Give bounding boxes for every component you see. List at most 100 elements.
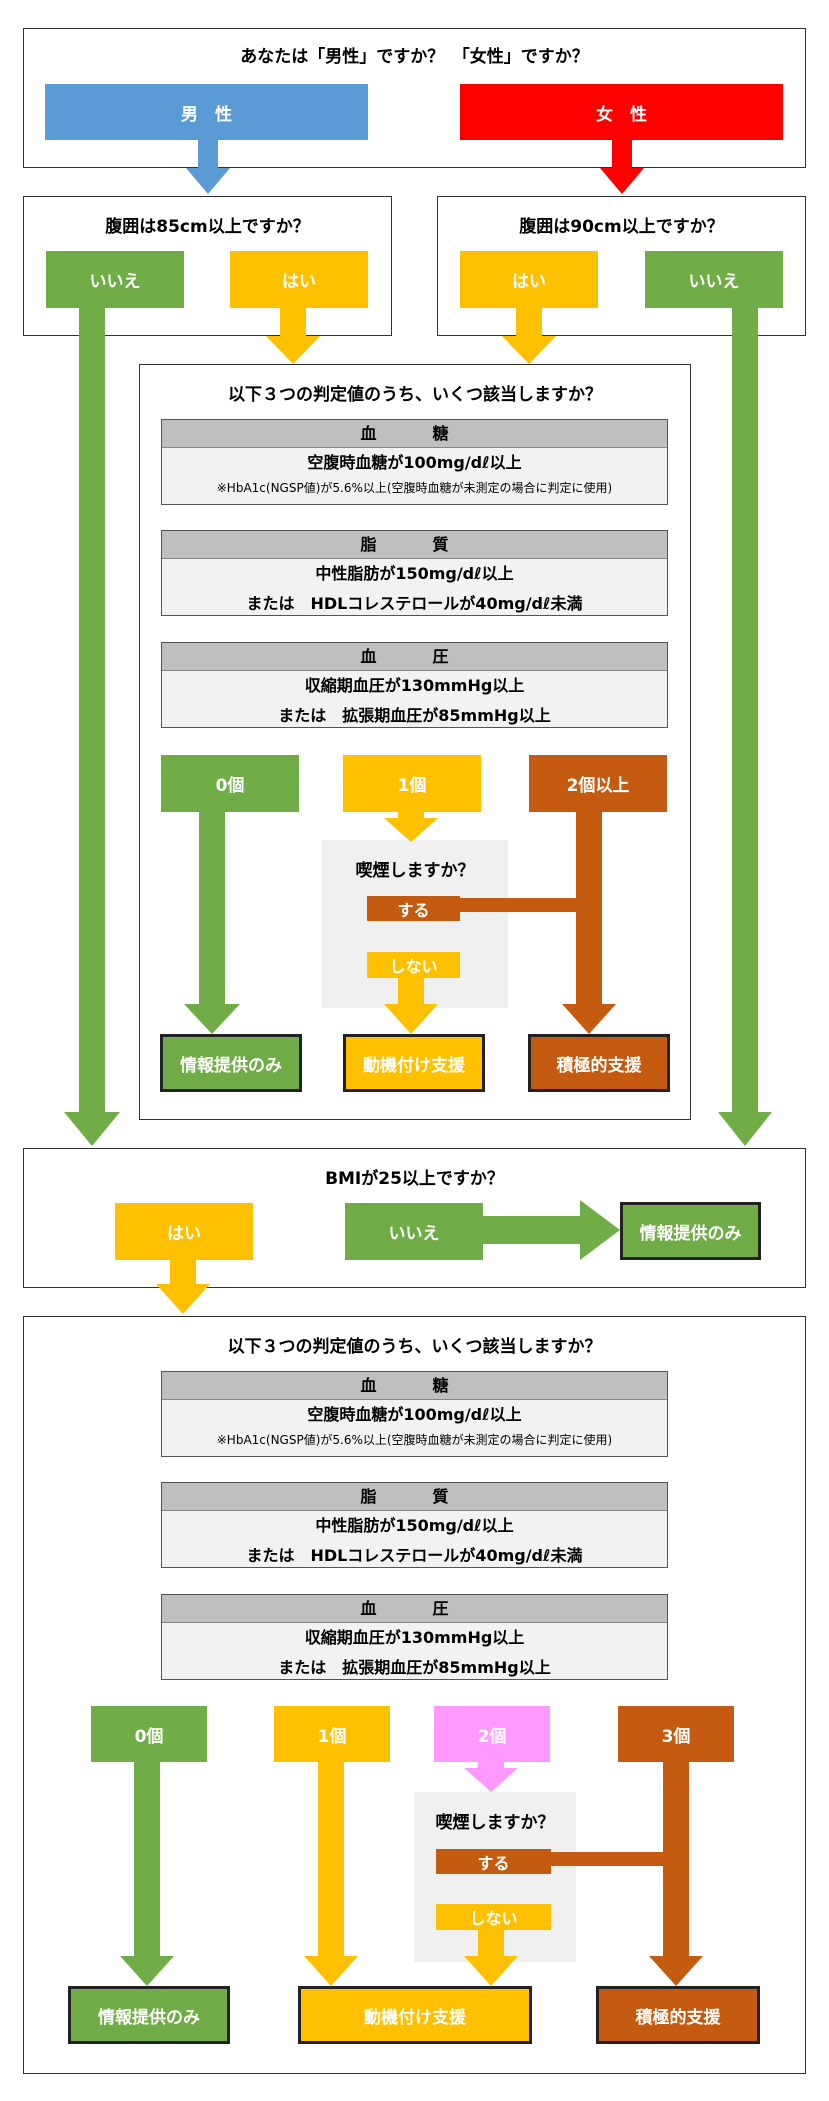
s2-smoke-no-label: しない <box>469 1909 518 1928</box>
s1-count2plus-arrow <box>562 812 616 1034</box>
bmi-result-info-label: 情報提供のみ <box>639 1223 742 1244</box>
bmi-yes-label: はい <box>167 1224 201 1244</box>
s1-pressure-title: 血 圧 <box>162 643 667 671</box>
s2-lipid-line1: 中性脂肪が150mg/dℓ以上 <box>315 1516 514 1535</box>
s2-pressure-box: 血 圧 収縮期血圧が130mmHg以上 または 拡張期血圧が85mmHg以上 <box>161 1594 668 1680</box>
s1-smoke-yes-label: する <box>397 900 430 920</box>
male-waist-no-button[interactable]: いいえ <box>46 251 184 308</box>
s1-lipid-box: 脂 質 中性脂肪が150mg/dℓ以上 または HDLコレステロールが40mg/… <box>161 530 668 616</box>
s2-result-active[interactable]: 積極的支援 <box>596 1986 760 2044</box>
bmi-yes-button[interactable]: はい <box>115 1203 253 1260</box>
s1-smoke-yes-button[interactable]: する <box>367 896 460 921</box>
s2-lipid-title: 脂 質 <box>162 1483 667 1511</box>
s2-count0-label: 0個 <box>134 1726 164 1747</box>
s2-smoke-no-button[interactable]: しない <box>436 1904 551 1930</box>
male-waist-yes-button[interactable]: はい <box>230 251 368 308</box>
female-waist-yes-button[interactable]: はい <box>460 251 598 308</box>
male-down-arrow <box>186 140 230 194</box>
s1-blood-sugar-line1: 空腹時血糖が100mg/dℓ以上 <box>307 453 522 472</box>
s1-count0-button[interactable]: 0個 <box>161 755 299 812</box>
s1-criteria-question: 以下３つの判定値のうち、いくつ該当しますか？ <box>228 385 602 405</box>
s1-count1-label: 1個 <box>397 776 427 796</box>
s1-lipid-title: 脂 質 <box>162 531 667 559</box>
s1-count0-label: 0個 <box>215 776 245 796</box>
s2-blood-sugar-line1: 空腹時血糖が100mg/dℓ以上 <box>307 1405 522 1424</box>
s1-result-active[interactable]: 積極的支援 <box>528 1034 670 1092</box>
s1-pressure-line2: または 拡張期血圧が85mmHg以上 <box>278 706 551 725</box>
s2-pressure-title: 血 圧 <box>162 1595 667 1623</box>
s2-pressure-line1: 収縮期血圧が130mmHg以上 <box>304 1628 525 1647</box>
s1-blood-sugar-note: ※HbA1c(NGSP値)が5.6%以上(空腹時血糖が未測定の場合に判定に使用) <box>216 481 613 495</box>
female-waist-no-label: いいえ <box>688 272 740 292</box>
bmi-no-arrow <box>482 1200 620 1260</box>
s2-criteria-question: 以下３つの判定値のうち、いくつ該当しますか？ <box>227 1337 602 1357</box>
male-waist-question: 腹囲は85cm以上ですか？ <box>105 217 310 237</box>
s2-lipid-box: 脂 質 中性脂肪が150mg/dℓ以上 または HDLコレステロールが40mg/… <box>161 1482 668 1568</box>
s2-count2-label: 2個 <box>477 1726 507 1747</box>
s1-blood-sugar-box: 血 糖 空腹時血糖が100mg/dℓ以上 ※HbA1c(NGSP値)が5.6%以… <box>161 419 668 505</box>
s2-smoke-yes-connector <box>548 1852 676 1866</box>
s1-blood-sugar-title: 血 糖 <box>162 420 667 448</box>
s1-count1-button[interactable]: 1個 <box>343 755 481 812</box>
s2-smoke-question: 喫煙しますか？ <box>435 1813 555 1833</box>
female-no-long-arrow <box>718 308 772 1146</box>
bmi-question: BMIが25以上ですか？ <box>325 1169 504 1189</box>
female-waist-no-button[interactable]: いいえ <box>645 251 783 308</box>
bmi-yes-arrow <box>156 1260 210 1314</box>
s2-count3-arrow <box>649 1762 703 1986</box>
s2-smoke-yes-label: する <box>477 1853 510 1873</box>
gender-question: あなたは「男性」ですか？ 「女性」ですか？ <box>240 47 589 67</box>
s1-smoke-yes-connector <box>458 898 588 912</box>
s2-count1-label: 1個 <box>317 1726 347 1747</box>
s2-count1-arrow <box>304 1762 358 1986</box>
s2-blood-sugar-title: 血 糖 <box>162 1372 667 1400</box>
s2-smoke-yes-button[interactable]: する <box>436 1849 551 1874</box>
s2-blood-sugar-note: ※HbA1c(NGSP値)が5.6%以上(空腹時血糖が未測定の場合に判定に使用) <box>216 1433 613 1447</box>
female-yes-arrow <box>502 308 556 364</box>
s1-pressure-line1: 収縮期血圧が130mmHg以上 <box>304 676 525 695</box>
female-label: 女 性 <box>596 104 647 125</box>
s2-count2-button[interactable]: 2個 <box>434 1706 550 1762</box>
s1-no-smoke-arrow <box>384 978 438 1034</box>
s1-smoke-no-label: しない <box>389 957 438 976</box>
s1-result-motivation[interactable]: 動機付け支援 <box>343 1034 485 1092</box>
s1-result-info[interactable]: 情報提供のみ <box>160 1034 302 1092</box>
s1-smoke-question: 喫煙しますか？ <box>355 861 475 881</box>
male-yes-arrow <box>266 308 320 364</box>
s1-pressure-box: 血 圧 収縮期血圧が130mmHg以上 または 拡張期血圧が85mmHg以上 <box>161 642 668 728</box>
s2-count2-arrow <box>464 1762 518 1792</box>
s2-result-active-label: 積極的支援 <box>635 2007 721 2028</box>
female-button[interactable]: 女 性 <box>460 84 783 140</box>
s1-lipid-line2: または HDLコレステロールが40mg/dℓ未満 <box>246 594 583 613</box>
s1-count1-arrow <box>384 812 438 842</box>
s1-count2plus-label: 2個以上 <box>566 776 630 796</box>
s1-result-info-label: 情報提供のみ <box>180 1055 282 1076</box>
s2-result-motivation[interactable]: 動機付け支援 <box>298 1986 532 2044</box>
s1-result-active-label: 積極的支援 <box>556 1055 642 1076</box>
male-label: 男 性 <box>181 104 232 125</box>
s2-result-info[interactable]: 情報提供のみ <box>68 1986 230 2044</box>
s1-count0-arrow <box>184 812 240 1034</box>
s2-blood-sugar-box: 血 糖 空腹時血糖が100mg/dℓ以上 ※HbA1c(NGSP値)が5.6%以… <box>161 1371 668 1457</box>
s2-count3-label: 3個 <box>661 1726 691 1747</box>
bmi-result-info[interactable]: 情報提供のみ <box>620 1202 761 1260</box>
s2-no-smoke-arrow <box>464 1930 518 1986</box>
female-down-arrow <box>600 140 644 194</box>
male-button[interactable]: 男 性 <box>45 84 368 140</box>
female-waist-question: 腹囲は90cm以上ですか？ <box>519 217 724 237</box>
s2-count0-arrow <box>120 1762 174 1986</box>
female-waist-yes-label: はい <box>512 272 546 292</box>
s2-lipid-line2: または HDLコレステロールが40mg/dℓ未満 <box>246 1546 583 1565</box>
s2-count3-button[interactable]: 3個 <box>618 1706 734 1762</box>
male-waist-yes-label: はい <box>282 272 316 292</box>
male-no-long-arrow <box>64 308 120 1146</box>
s2-count1-button[interactable]: 1個 <box>274 1706 390 1762</box>
s1-smoke-no-button[interactable]: しない <box>367 952 460 978</box>
s2-count0-button[interactable]: 0個 <box>91 1706 207 1762</box>
s2-result-motivation-label: 動機付け支援 <box>364 2007 466 2028</box>
bmi-no-button[interactable]: いいえ <box>345 1203 483 1260</box>
bmi-no-label: いいえ <box>388 1224 440 1244</box>
s1-result-motivation-label: 動機付け支援 <box>363 1055 465 1076</box>
s1-count2plus-button[interactable]: 2個以上 <box>529 755 667 812</box>
